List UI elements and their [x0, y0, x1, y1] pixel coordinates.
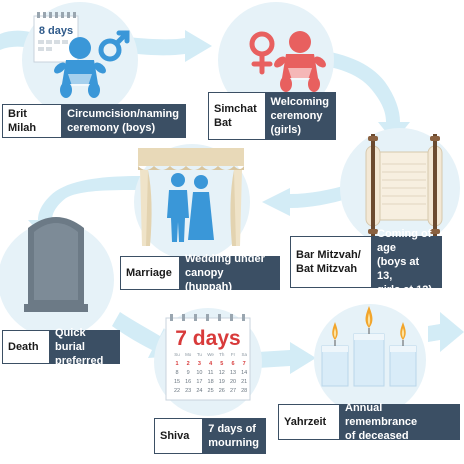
calendar-7-days-text: 7 days	[175, 327, 240, 350]
calendar-day: 26	[219, 388, 225, 394]
calendar-day: 24	[196, 388, 202, 394]
huppah-canopy-icon	[138, 148, 244, 246]
label-death: Death Quick burial preferred	[2, 327, 120, 367]
calendar-day: 7	[243, 361, 246, 367]
stage-description: Wedding under canopy (huppah)	[179, 253, 279, 293]
calendar-day: 6	[231, 361, 234, 367]
calendar-day: 21	[241, 379, 247, 385]
female-symbol-icon	[249, 31, 275, 75]
stage-description: 7 days of mourning	[202, 419, 265, 453]
flow-arrow-1	[120, 30, 212, 62]
calendar-weekday: Sa	[241, 352, 247, 357]
torah-scroll-icon	[365, 134, 443, 236]
male-symbol-icon	[98, 30, 130, 62]
calendar-day: 4	[209, 361, 213, 367]
calendar-day: 9	[187, 370, 190, 376]
baby-girl-icon	[274, 31, 326, 92]
label-yahrzeit: Yahrzeit Annual remembrance of deceased	[278, 402, 460, 442]
calendar-day: 18	[208, 379, 214, 385]
calendar-day: 27	[230, 388, 236, 394]
calendar-day: 19	[219, 379, 225, 385]
calendar-day: 3	[198, 361, 201, 367]
stage-name: Marriage	[121, 257, 179, 289]
label-brit-milah: Brit Milah Circumcision/naming ceremony …	[2, 104, 186, 138]
label-shiva: Shiva 7 days of mourning	[154, 418, 266, 454]
calendar-weekday: Su	[174, 352, 180, 357]
couple-icon	[167, 173, 214, 242]
label-bar-mitzvah: Bar Mitzvah/ Bat Mitzvah Coming of age (…	[290, 228, 442, 296]
calendar-day: 16	[185, 379, 191, 385]
calendar-day: 10	[196, 370, 202, 376]
stage-description: Welcoming ceremony (girls)	[264, 93, 335, 139]
calendar-day: 20	[230, 379, 236, 385]
stage-description: Coming of age (boys at 13, girls at 12)	[371, 228, 441, 296]
calendar-day: 28	[241, 388, 247, 394]
label-simchat-bat: Simchat Bat Welcoming ceremony (girls)	[208, 92, 336, 140]
flow-arrow-3	[262, 184, 350, 216]
label-marriage: Marriage Wedding under canopy (huppah)	[120, 253, 280, 293]
flow-arrow-end	[428, 312, 464, 352]
calendar-day: 25	[208, 388, 214, 394]
calendar-day: 12	[219, 370, 225, 376]
calendar-day: 11	[208, 370, 214, 376]
calendar-day: 15	[174, 379, 180, 385]
stage-name: Brit Milah	[3, 105, 62, 137]
calendar-weekday: Tu	[197, 352, 203, 357]
stage-description: Circumcision/naming ceremony (boys)	[61, 105, 185, 137]
calendar-day: 22	[174, 388, 180, 394]
flow-arrow-start	[0, 30, 30, 50]
calendar-8-days-text: 8 days	[39, 25, 73, 37]
calendar-day: 5	[220, 361, 223, 367]
stage-name: Yahrzeit	[279, 405, 339, 439]
flow-arrow-6	[258, 342, 316, 374]
calendar-weekday: Th	[219, 352, 225, 357]
calendar-weekday: We	[207, 352, 214, 357]
stage-description: Quick burial preferred	[49, 327, 119, 367]
calendar-day: 2	[187, 361, 190, 367]
calendar-weekday: Fr	[231, 352, 236, 357]
calendar-8-days: 8 days	[33, 12, 79, 63]
calendar-day: 14	[241, 370, 247, 376]
stage-name: Shiva	[155, 419, 203, 453]
calendar-day: 23	[185, 388, 191, 394]
circle-simchat-bat	[218, 2, 334, 118]
calendar-weekday: Mo	[185, 352, 192, 357]
calendar-day: 17	[196, 379, 202, 385]
calendar-day: 1	[175, 361, 178, 367]
yahrzeit-candles-icon	[321, 306, 417, 387]
stage-name: Simchat Bat	[209, 93, 265, 139]
calendar-day: 8	[175, 370, 178, 376]
stage-description: Annual remembrance of deceased	[339, 402, 459, 442]
gravestone-icon	[24, 217, 88, 312]
stage-name: Death	[3, 331, 49, 363]
baby-boy-icon	[54, 37, 106, 98]
stage-name: Bar Mitzvah/ Bat Mitzvah	[291, 237, 371, 287]
calendar-day: 13	[230, 370, 236, 376]
